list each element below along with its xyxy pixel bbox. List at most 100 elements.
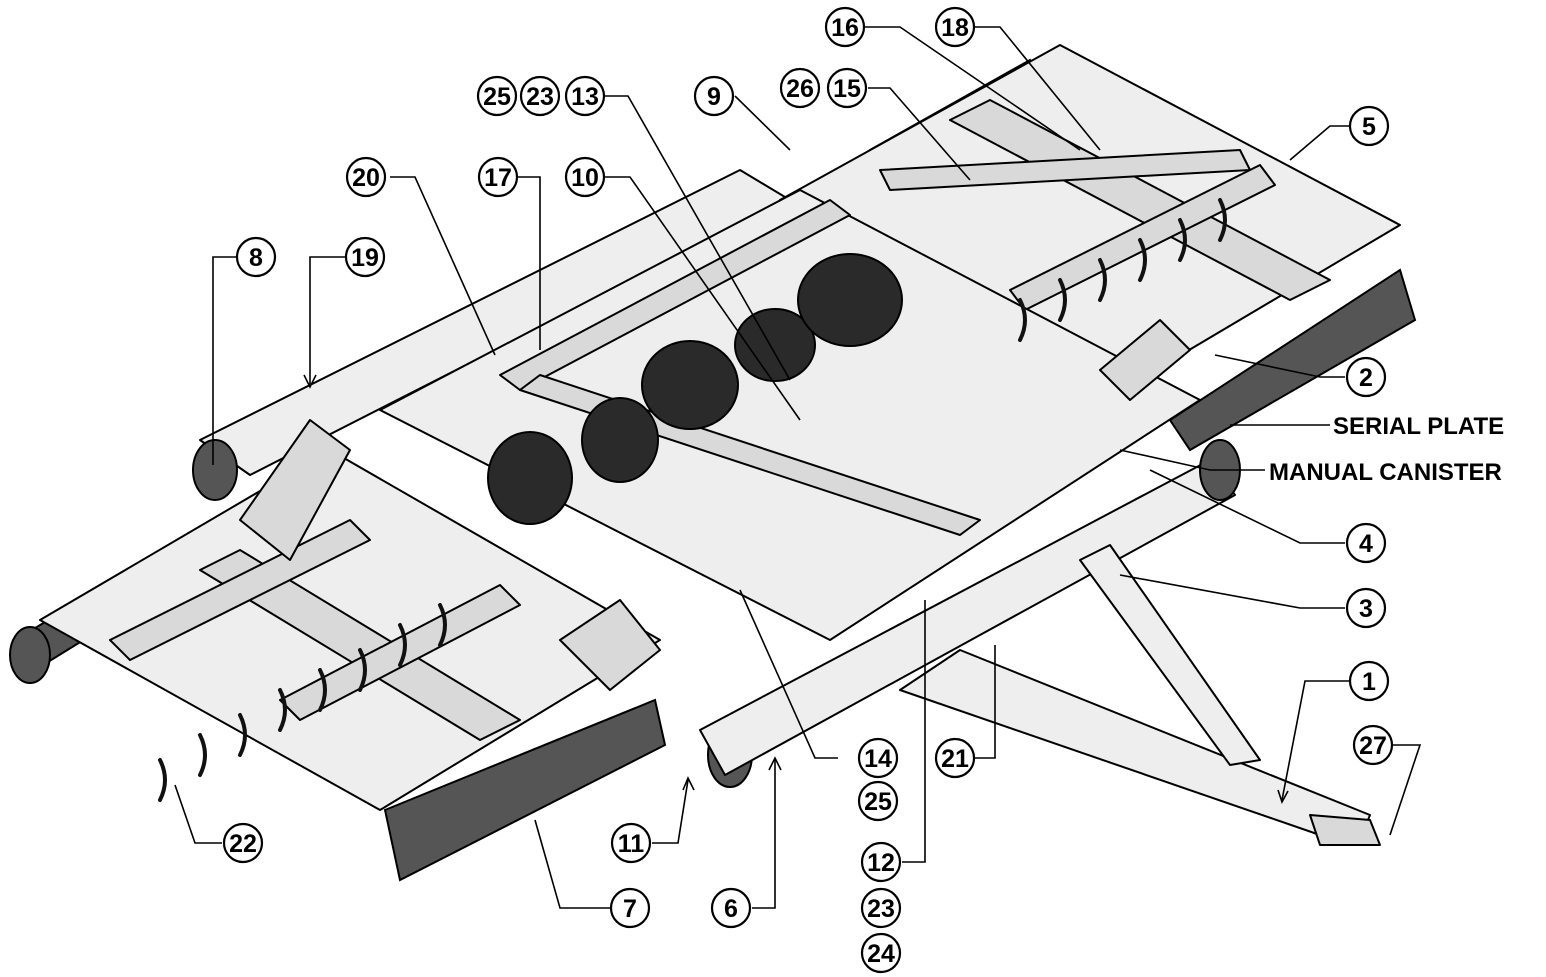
callout-26: 26	[779, 67, 821, 109]
callout-24: 24	[860, 932, 902, 974]
leader-8	[212, 256, 236, 465]
svg-text:21: 21	[941, 745, 969, 773]
svg-text:6: 6	[724, 895, 738, 923]
center-lift-tower	[559, 599, 661, 691]
svg-text:18: 18	[941, 14, 969, 42]
leader-2	[1214, 354, 1345, 378]
svg-text:9: 9	[707, 83, 721, 111]
leader-14	[739, 589, 838, 759]
svg-text:5: 5	[1362, 113, 1376, 141]
leader-12	[902, 600, 926, 863]
disc-4	[734, 308, 816, 382]
callout-13: 13	[564, 75, 606, 117]
implement-drawing	[9, 44, 1417, 882]
callout-19: 19	[344, 236, 386, 278]
center-frame	[379, 189, 1201, 641]
svg-text:3: 3	[1359, 595, 1373, 623]
leader-manual-canister	[1119, 449, 1265, 471]
right-lift-tower	[1099, 319, 1191, 401]
left-end-wheel	[192, 439, 238, 501]
front-tube	[699, 459, 1236, 776]
leader-9	[734, 95, 791, 151]
disc-3	[641, 340, 739, 430]
leader-17	[518, 176, 541, 350]
callout-1: 1	[1348, 660, 1390, 702]
leader-15	[868, 87, 971, 181]
leader-7	[534, 819, 610, 909]
callout-23-top: 23	[519, 75, 561, 117]
svg-text:25: 25	[483, 83, 511, 111]
leader-13	[605, 95, 791, 381]
rear-roller-right-end	[1168, 268, 1417, 452]
callout-3: 3	[1345, 587, 1387, 629]
manual-canister-label: MANUAL CANISTER	[1269, 459, 1502, 486]
disc-1	[487, 431, 573, 525]
leader-18	[975, 26, 1101, 151]
leader-6	[752, 760, 776, 909]
svg-text:22: 22	[229, 830, 257, 858]
left-lift-tower	[239, 419, 351, 561]
left-wing-crossbar-1	[199, 549, 521, 741]
right-wing-crossbar-1	[949, 99, 1331, 301]
svg-text:14: 14	[864, 745, 892, 773]
serial-plate-label: SERIAL PLATE	[1333, 413, 1504, 440]
svg-text:25: 25	[864, 788, 892, 816]
svg-text:12: 12	[867, 849, 895, 877]
callout-5: 5	[1348, 105, 1390, 147]
svg-text:13: 13	[571, 83, 599, 111]
svg-text:17: 17	[484, 164, 512, 192]
leader-20	[390, 176, 496, 356]
callout-22: 22	[222, 822, 264, 864]
callout-21: 21	[934, 737, 976, 779]
callout-12: 12	[860, 841, 902, 883]
callout-17: 17	[477, 156, 519, 198]
left-wing-crossbar-2	[279, 584, 521, 721]
svg-text:27: 27	[1359, 732, 1387, 760]
callout-7: 7	[609, 887, 651, 929]
callout-11: 11	[610, 822, 652, 864]
hitch-clevis	[1309, 814, 1381, 846]
leader-lines	[174, 26, 1422, 909]
callout-9: 9	[693, 75, 735, 117]
callout-14: 14	[857, 737, 899, 779]
svg-text:23: 23	[867, 895, 895, 923]
svg-text:10: 10	[571, 164, 599, 192]
leader-22	[174, 784, 222, 844]
callout-23-bottom: 23	[860, 887, 902, 929]
svg-text:8: 8	[249, 244, 263, 272]
svg-text:7: 7	[623, 895, 637, 923]
left-wing-crossbar-3	[109, 519, 371, 661]
leader-11	[652, 779, 689, 844]
leader-3	[1119, 574, 1345, 609]
svg-text:1: 1	[1362, 668, 1376, 696]
hitch-tongue	[899, 649, 1371, 841]
leader-19	[309, 256, 345, 385]
svg-text:19: 19	[351, 244, 379, 272]
left-roller-end	[9, 626, 51, 684]
callout-6: 6	[710, 887, 752, 929]
callout-27: 27	[1352, 724, 1394, 766]
leader-1	[1281, 680, 1350, 801]
disc-2	[581, 397, 659, 483]
svg-text:20: 20	[352, 164, 380, 192]
svg-text:23: 23	[526, 83, 554, 111]
svg-text:2: 2	[1359, 364, 1373, 392]
callout-16: 16	[824, 6, 866, 48]
leader-27	[1389, 744, 1422, 836]
leader-10	[605, 176, 801, 421]
svg-text:11: 11	[618, 830, 645, 858]
tines-right	[1018, 198, 1227, 342]
callout-2: 2	[1345, 356, 1387, 398]
leader-4	[1149, 469, 1345, 544]
svg-text:26: 26	[786, 75, 814, 103]
svg-text:24: 24	[867, 940, 895, 968]
leader-5	[1289, 125, 1350, 161]
tines-left	[158, 603, 447, 802]
hitch-arm	[1079, 544, 1261, 766]
svg-text:4: 4	[1359, 530, 1373, 558]
callout-25-top: 25	[476, 75, 518, 117]
svg-text:16: 16	[831, 14, 859, 42]
callout-4: 4	[1345, 522, 1387, 564]
